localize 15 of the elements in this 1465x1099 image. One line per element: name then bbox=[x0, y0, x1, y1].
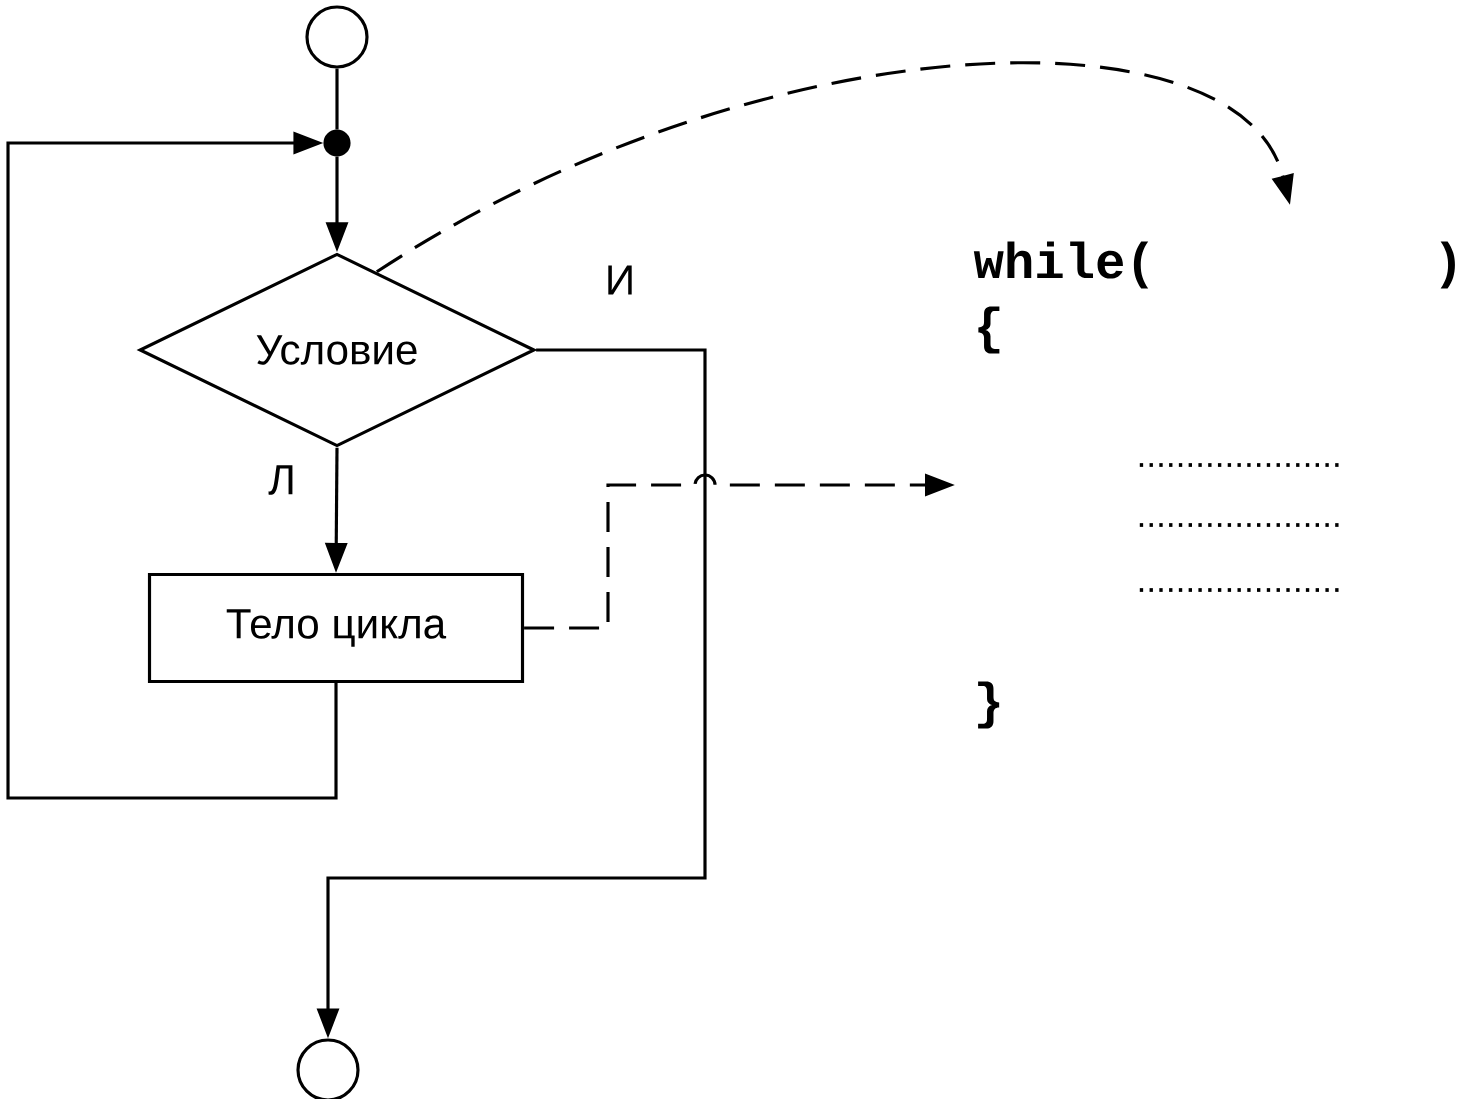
connector-line bbox=[335, 68, 339, 130]
placeholder-dots: ..................... bbox=[1139, 588, 1339, 592]
code-text: ) bbox=[1440, 241, 1455, 289]
code-text: while( bbox=[973, 241, 1149, 289]
process-box: Тело цикла bbox=[147, 572, 525, 684]
junction-dot bbox=[323, 129, 351, 157]
edge-label: И bbox=[608, 265, 632, 295]
placeholder-dots: ..................... bbox=[1139, 523, 1339, 527]
placeholder-dots: ..................... bbox=[1139, 463, 1339, 467]
code-text: { bbox=[978, 306, 1000, 354]
code-text: } bbox=[978, 681, 1000, 729]
dashed-arrow bbox=[376, 61, 1294, 274]
start-circle bbox=[305, 5, 369, 69]
edge-label: Л bbox=[268, 465, 293, 495]
arrow bbox=[6, 131, 338, 800]
